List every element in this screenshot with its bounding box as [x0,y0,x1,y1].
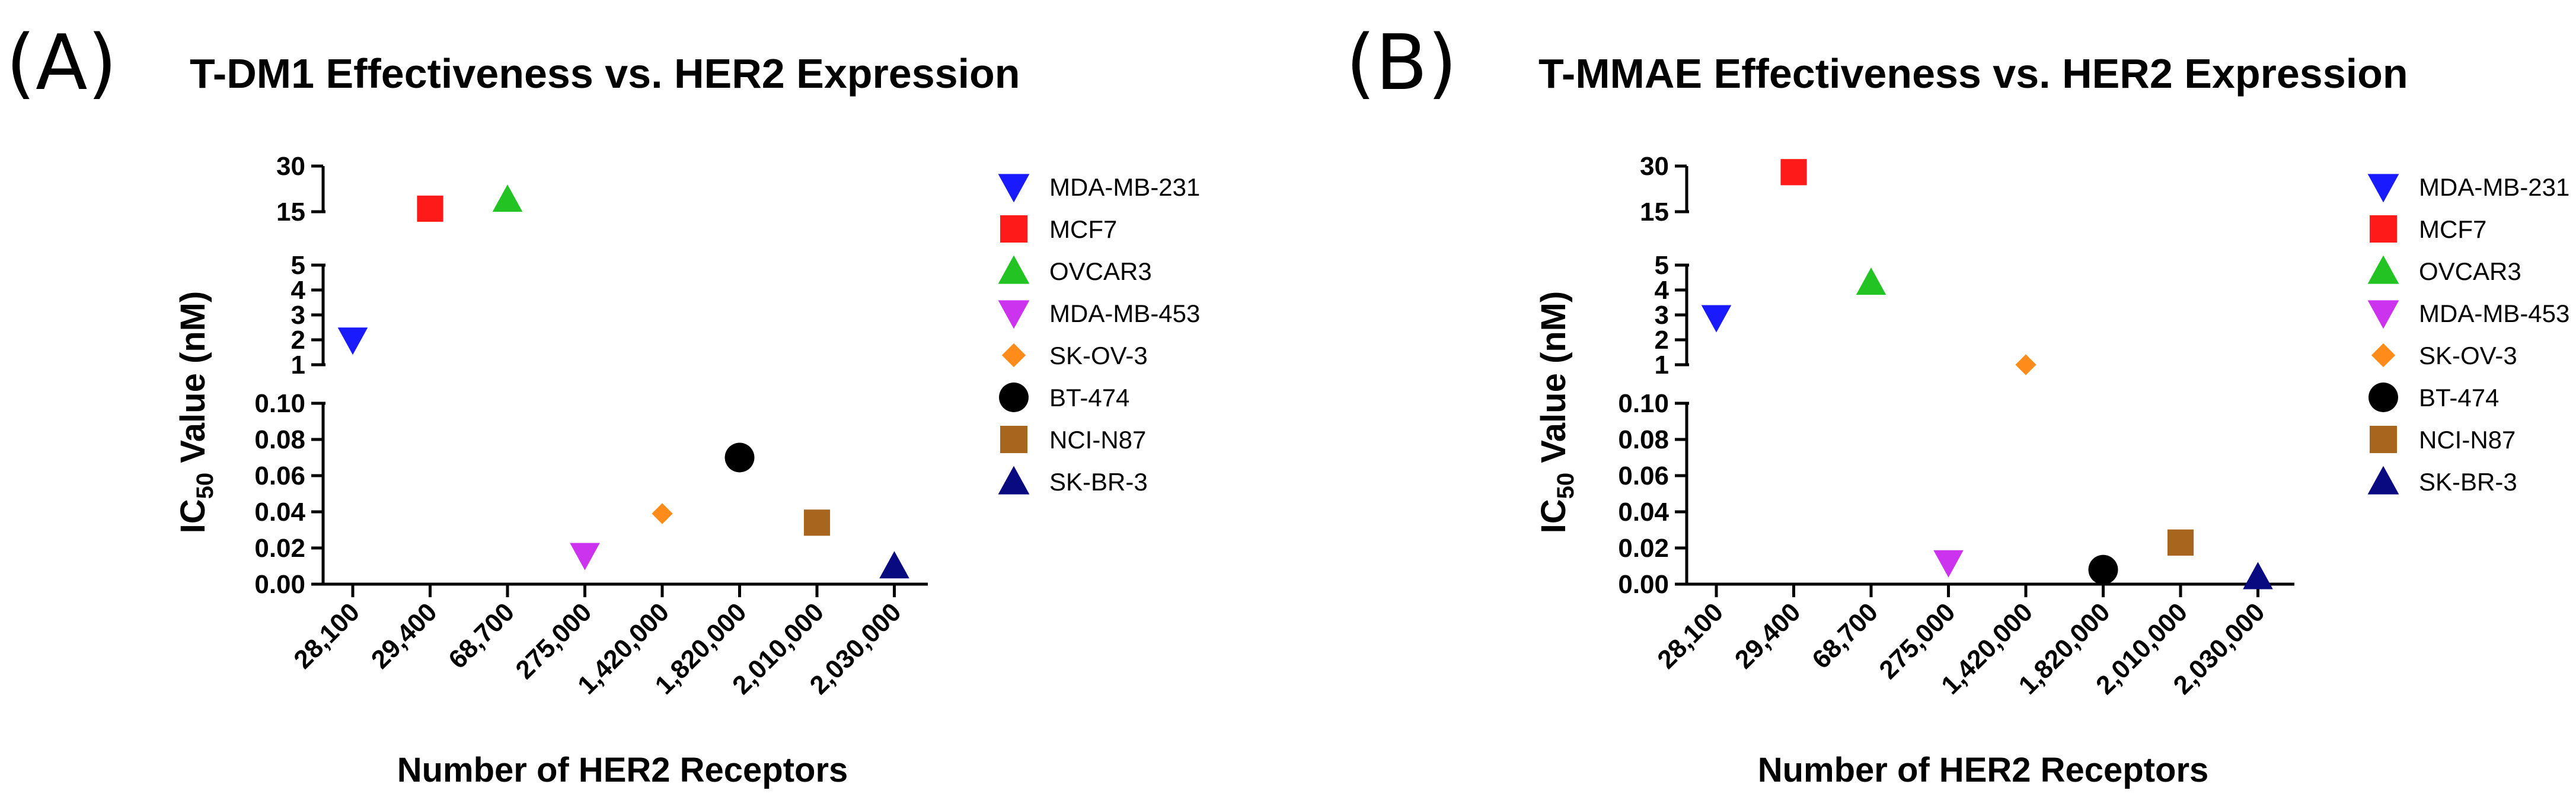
y-tick-label: 15 [276,197,305,227]
data-point-nci-n87 [2167,529,2194,556]
panel-letter-a: (A) [6,19,117,107]
data-point-bt-474 [2088,555,2118,585]
y-tick-label: 0.02 [1618,534,1669,563]
data-point-sk-ov-3 [652,503,673,524]
data-point-sk-br-3 [879,551,909,579]
y-tick-label: 4 [291,276,306,305]
y-tick-label: 0.04 [1618,498,1669,527]
x-axis-title-b: Number of HER2 Receptors [1758,751,2209,789]
legend-label: MDA-MB-453 [2419,299,2569,327]
y-tick-label: 30 [276,152,305,181]
legend-label: OVCAR3 [1049,257,1152,285]
legend-label: MCF7 [1049,215,1117,243]
x-tick-label: 68,700 [1806,597,1884,674]
legend-label: MDA-MB-453 [1049,299,1200,327]
data-point-bt-474 [724,442,755,473]
legend-marker-sk-ov-3 [1001,343,1026,368]
y-axis-title-b: IC50 Value (nM) [1534,291,1579,534]
data-point-nci-n87 [803,509,831,536]
y-tick-label: 1 [1655,350,1669,380]
legend-marker-nci-n87 [2369,425,2398,454]
y-tick-label: 1 [291,350,305,380]
data-point-mda-mb-453 [570,543,600,571]
y-tick-label: 5 [1655,251,1669,280]
x-axis-title-a: Number of HER2 Receptors [397,751,848,789]
data-point-ovcar3 [1856,267,1886,295]
y-tick-label: 30 [1640,152,1669,181]
y-tick-label: 5 [291,251,305,280]
y-tick-label: 0.10 [1618,389,1669,418]
legend-marker-ovcar3 [998,255,1030,284]
legend-label: MCF7 [2419,215,2486,243]
y-tick-label: 0.08 [1618,425,1669,454]
y-tick-label: 0.06 [254,461,305,490]
legend-marker-mda-mb-231 [2367,174,2399,203]
legend-label: BT-474 [2419,384,2499,412]
y-tick-label: 0.08 [254,425,305,454]
y-tick-label: 0.06 [1618,461,1669,490]
legend-marker-ovcar3 [2367,255,2399,284]
chart-title-b: T-MMAE Effectiveness vs. HER2 Expression [1538,50,2408,97]
y-tick-label: 0.04 [254,498,305,527]
legend-marker-bt-474 [999,383,1029,412]
legend-a: MDA-MB-231MCF7OVCAR3MDA-MB-453SK-OV-3BT-… [998,173,1200,496]
legend-label: BT-474 [1049,384,1129,412]
chart-title-a: T-DM1 Effectiveness vs. HER2 Expression [190,50,1020,97]
data-point-mda-mb-453 [1933,550,1964,578]
panel-b: (B) T-MMAE Effectiveness vs. HER2 Expres… [1346,19,2569,789]
legend-marker-mda-mb-231 [998,174,1030,203]
y-tick-label: 2 [1655,326,1669,355]
legend-label: MDA-MB-231 [1049,173,1200,201]
y-tick-label: 4 [1655,276,1670,305]
data-point-mda-mb-231 [337,327,368,355]
legend-marker-bt-474 [2368,383,2398,412]
y-tick-label: 0.10 [254,389,305,418]
legend-marker-mcf7 [2369,215,2398,243]
legend-b: MDA-MB-231MCF7OVCAR3MDA-MB-453SK-OV-3BT-… [2367,173,2569,496]
legend-label: SK-BR-3 [1049,468,1148,496]
panel-letter-b: (B) [1346,19,1457,107]
x-tick-label: 28,100 [288,597,365,674]
y-tick-label: 3 [291,301,305,330]
legend-marker-mda-mb-453 [2367,300,2399,329]
y-tick-label: 3 [1655,301,1669,330]
legend-label: SK-OV-3 [2419,342,2517,369]
legend-label: SK-BR-3 [2419,468,2517,496]
legend-marker-sk-br-3 [998,466,1030,495]
legend-label: MDA-MB-231 [2419,173,2569,201]
legend-marker-sk-ov-3 [2371,343,2396,368]
legend-label: OVCAR3 [2419,257,2521,285]
legend-marker-mda-mb-453 [998,300,1030,329]
data-point-sk-ov-3 [2015,354,2036,375]
data-point-sk-br-3 [2243,562,2273,589]
x-tick-label: 29,400 [1729,597,1806,674]
data-point-ovcar3 [492,184,523,212]
y-tick-label: 0.00 [254,570,305,599]
x-tick-label: 28,100 [1652,597,1729,674]
y-axis-title-a: IC50 Value (nM) [174,291,218,534]
x-tick-label: 68,700 [443,597,520,674]
data-point-mda-mb-231 [1701,305,1732,333]
legend-label: NCI-N87 [1049,426,1146,454]
y-tick-label: 15 [1640,197,1669,227]
data-point-mcf7 [1780,159,1807,186]
y-tick-label: 0.00 [1618,570,1669,599]
data-point-mcf7 [417,195,443,222]
panel-a: (A) T-DM1 Effectiveness vs. HER2 Express… [6,19,1200,789]
legend-marker-sk-br-3 [2367,466,2399,495]
x-tick-label: 29,400 [366,597,443,674]
legend-marker-mcf7 [1000,215,1028,243]
y-tick-label: 0.02 [254,534,305,563]
y-tick-label: 2 [291,326,305,355]
legend-label: SK-OV-3 [1049,342,1148,369]
legend-label: NCI-N87 [2419,426,2516,454]
legend-marker-nci-n87 [1000,425,1028,454]
